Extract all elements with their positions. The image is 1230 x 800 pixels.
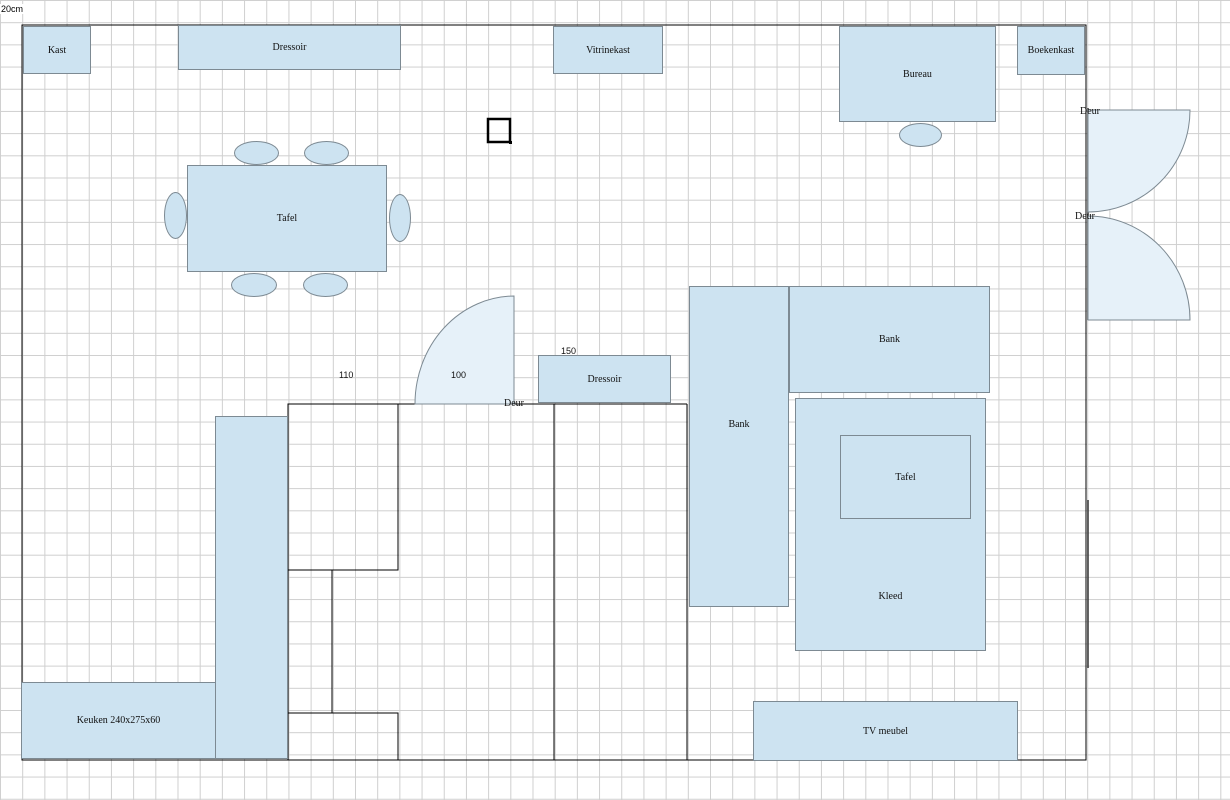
interior-wall-bottom — [332, 712, 399, 760]
tv-meubel[interactable]: TV meubel — [753, 701, 1018, 761]
kast-cabinet[interactable]: Kast — [23, 26, 91, 74]
vitrinekast[interactable]: Vitrinekast — [553, 26, 663, 74]
coffee-table-label: Tafel — [895, 471, 916, 483]
dining-table-label: Tafel — [276, 213, 298, 224]
bank-horizontal-sofa[interactable]: Bank — [789, 286, 990, 393]
dressoir-top-label: Dressoir — [272, 42, 307, 53]
dressoir-middle[interactable]: Dressoir — [538, 355, 671, 403]
keuken-counter-vertical[interactable] — [215, 416, 288, 759]
dining-chair-left[interactable] — [164, 192, 187, 239]
bank-vertical-label: Bank — [728, 419, 750, 430]
scale-label: 20cm — [0, 4, 25, 14]
door-label-top: Deur — [1080, 106, 1100, 117]
door-label-bottom: Deur — [1075, 211, 1095, 222]
dining-chair-right[interactable] — [389, 194, 411, 242]
dining-chair-top-left[interactable] — [234, 141, 279, 165]
dining-chair-bottom-right[interactable] — [303, 273, 348, 297]
bank-vertical-sofa[interactable]: Bank — [689, 286, 789, 607]
door-swing-bottom — [1087, 215, 1191, 321]
dressoir-top[interactable]: Dressoir — [178, 25, 401, 70]
tv-meubel-label: TV meubel — [862, 725, 909, 737]
vitrinekast-label: Vitrinekast — [586, 44, 630, 56]
boekenkast-bookcase[interactable]: Boekenkast — [1017, 26, 1085, 75]
dimension-100: 100 — [451, 370, 467, 380]
bank-horizontal-label: Bank — [878, 334, 901, 345]
kleed-label: Kleed — [878, 591, 903, 602]
keuken-counter-horizontal[interactable]: Keuken 240x275x60 — [21, 682, 216, 759]
keuken-label: Keuken 240x275x60 — [76, 715, 161, 726]
dimension-110: 110 — [339, 370, 354, 380]
dimension-150: 150 — [561, 346, 577, 356]
bureau-desk[interactable]: Bureau — [839, 26, 996, 122]
selection-handle — [486, 117, 512, 144]
interior-wall-small — [288, 570, 333, 714]
interior-wall-left — [287, 403, 399, 760]
bureau-chair[interactable] — [899, 123, 942, 147]
selection-handle-dot — [509, 141, 512, 144]
coffee-table[interactable]: Tafel — [840, 435, 971, 519]
door-swing-top — [1087, 109, 1191, 213]
dressoir-middle-label: Dressoir — [587, 373, 622, 385]
door-swing-interior — [414, 295, 515, 405]
dining-chair-bottom-left[interactable] — [231, 273, 277, 297]
kast-label: Kast — [47, 44, 67, 56]
bureau-label: Bureau — [903, 68, 932, 80]
dining-table[interactable]: Tafel — [187, 165, 387, 272]
dining-chair-top-right[interactable] — [304, 141, 349, 165]
boekenkast-label: Boekenkast — [1027, 45, 1075, 56]
door-label-interior: Deur — [504, 398, 524, 409]
